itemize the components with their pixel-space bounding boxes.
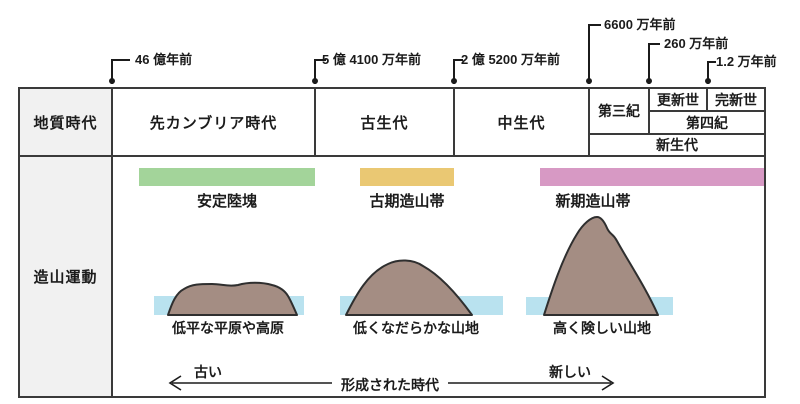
- tick-line: [314, 59, 316, 84]
- timeline-label: 6600 万年前: [604, 17, 676, 32]
- cell-paleozoic: 古生代: [360, 114, 409, 132]
- tick-line: [314, 59, 326, 61]
- grid-line-v3: [588, 87, 590, 157]
- terrain-caption-steep: 高く険しい山地: [553, 320, 651, 336]
- tick-line: [588, 24, 590, 84]
- terrain-caption-plain: 低平な平原や高原: [172, 320, 284, 336]
- axis-old-label: 古い: [194, 364, 222, 380]
- row-header-geologic-era: 地質時代: [20, 89, 111, 155]
- row-header-orogeny: 造山運動: [20, 157, 111, 396]
- cell-pleistocene: 更新世: [657, 91, 699, 108]
- stable-landmass-label: 安定陸塊: [196, 193, 257, 210]
- formation-age-arrow: [168, 375, 615, 391]
- terrain-caption-gentle: 低くなだらかな山地: [353, 320, 479, 336]
- tick-line: [707, 61, 709, 84]
- tick-line: [648, 43, 660, 45]
- timeline-label: 1.2 万年前: [716, 54, 777, 69]
- grid-line-h2: [588, 133, 766, 135]
- grid-line-header-col: [111, 87, 113, 398]
- table-border: [18, 87, 766, 398]
- tick-line: [453, 59, 463, 61]
- steep-mountain-shape: [543, 216, 659, 316]
- cell-holocene: 完新世: [715, 91, 757, 108]
- grid-line-v2: [453, 87, 455, 157]
- tick-line: [453, 59, 455, 84]
- timeline-label: 46 億年前: [135, 52, 193, 67]
- cell-cenozoic: 新生代: [656, 137, 698, 153]
- arrowhead-left: [168, 375, 182, 391]
- timeline-label: 2 億 5200 万年前: [461, 52, 560, 67]
- old-orogenic-belt-label: 古期造山帯: [369, 193, 445, 210]
- tick-line: [648, 43, 650, 84]
- grid-line-row-sep: [18, 155, 766, 157]
- timeline-label: 260 万年前: [664, 36, 729, 51]
- tick-line: [588, 24, 601, 26]
- axis-center-label: 形成された時代: [341, 377, 439, 393]
- axis-new-label: 新しい: [549, 364, 591, 380]
- new-orogenic-belt-bar: [540, 168, 764, 186]
- cell-tertiary: 第三紀: [598, 103, 640, 119]
- tick-line: [111, 59, 130, 61]
- plateau-shape: [167, 281, 298, 316]
- tick-line: [111, 59, 113, 84]
- cell-precambrian: 先カンブリア時代: [149, 114, 278, 132]
- old-orogenic-belt-bar: [360, 168, 454, 186]
- grid-line-v5: [706, 87, 708, 112]
- cell-quaternary: 第四紀: [686, 114, 728, 131]
- cell-mesozoic: 中生代: [497, 114, 546, 132]
- new-orogenic-belt-label: 新期造山帯: [555, 193, 631, 210]
- grid-line-v1: [314, 87, 316, 157]
- timeline-label: 5 億 4100 万年前: [322, 52, 421, 67]
- grid-line-h1: [648, 110, 766, 112]
- stable-landmass-bar: [139, 168, 315, 186]
- gentle-hill-shape: [345, 259, 473, 316]
- tick-line: [707, 61, 716, 63]
- arrowhead-right: [601, 375, 615, 391]
